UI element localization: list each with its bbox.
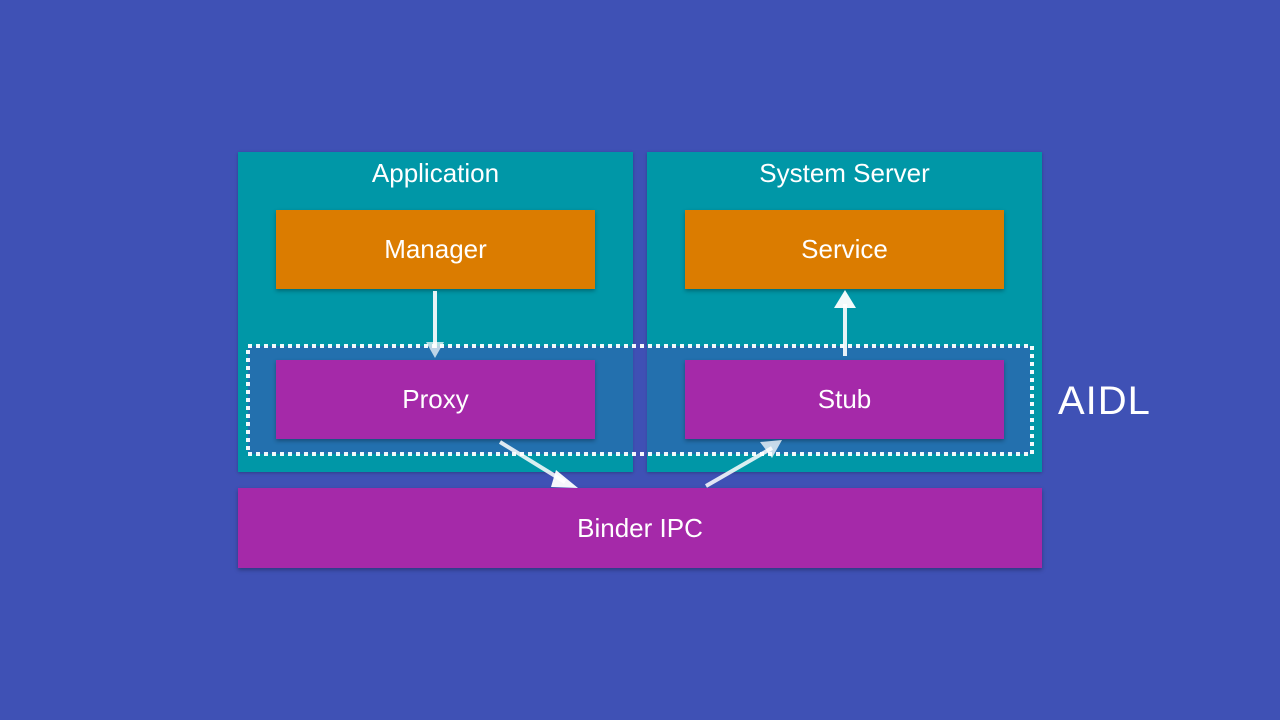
proxy-box: Proxy bbox=[276, 360, 595, 439]
application-title: Application bbox=[371, 158, 500, 188]
stub-label: Stub bbox=[817, 384, 872, 414]
proxy-label: Proxy bbox=[402, 384, 469, 414]
aidl-label: AIDL bbox=[1058, 379, 1151, 423]
binder-ipc-box: Binder IPC bbox=[238, 488, 1042, 568]
service-label: Service bbox=[801, 234, 888, 264]
manager-box: Manager bbox=[276, 210, 595, 289]
binder-ipc-label: Binder IPC bbox=[577, 512, 703, 543]
service-box: Service bbox=[685, 210, 1004, 289]
system-server-title: System Server bbox=[759, 158, 930, 188]
stub-box: Stub bbox=[685, 360, 1004, 439]
manager-label: Manager bbox=[384, 234, 487, 264]
